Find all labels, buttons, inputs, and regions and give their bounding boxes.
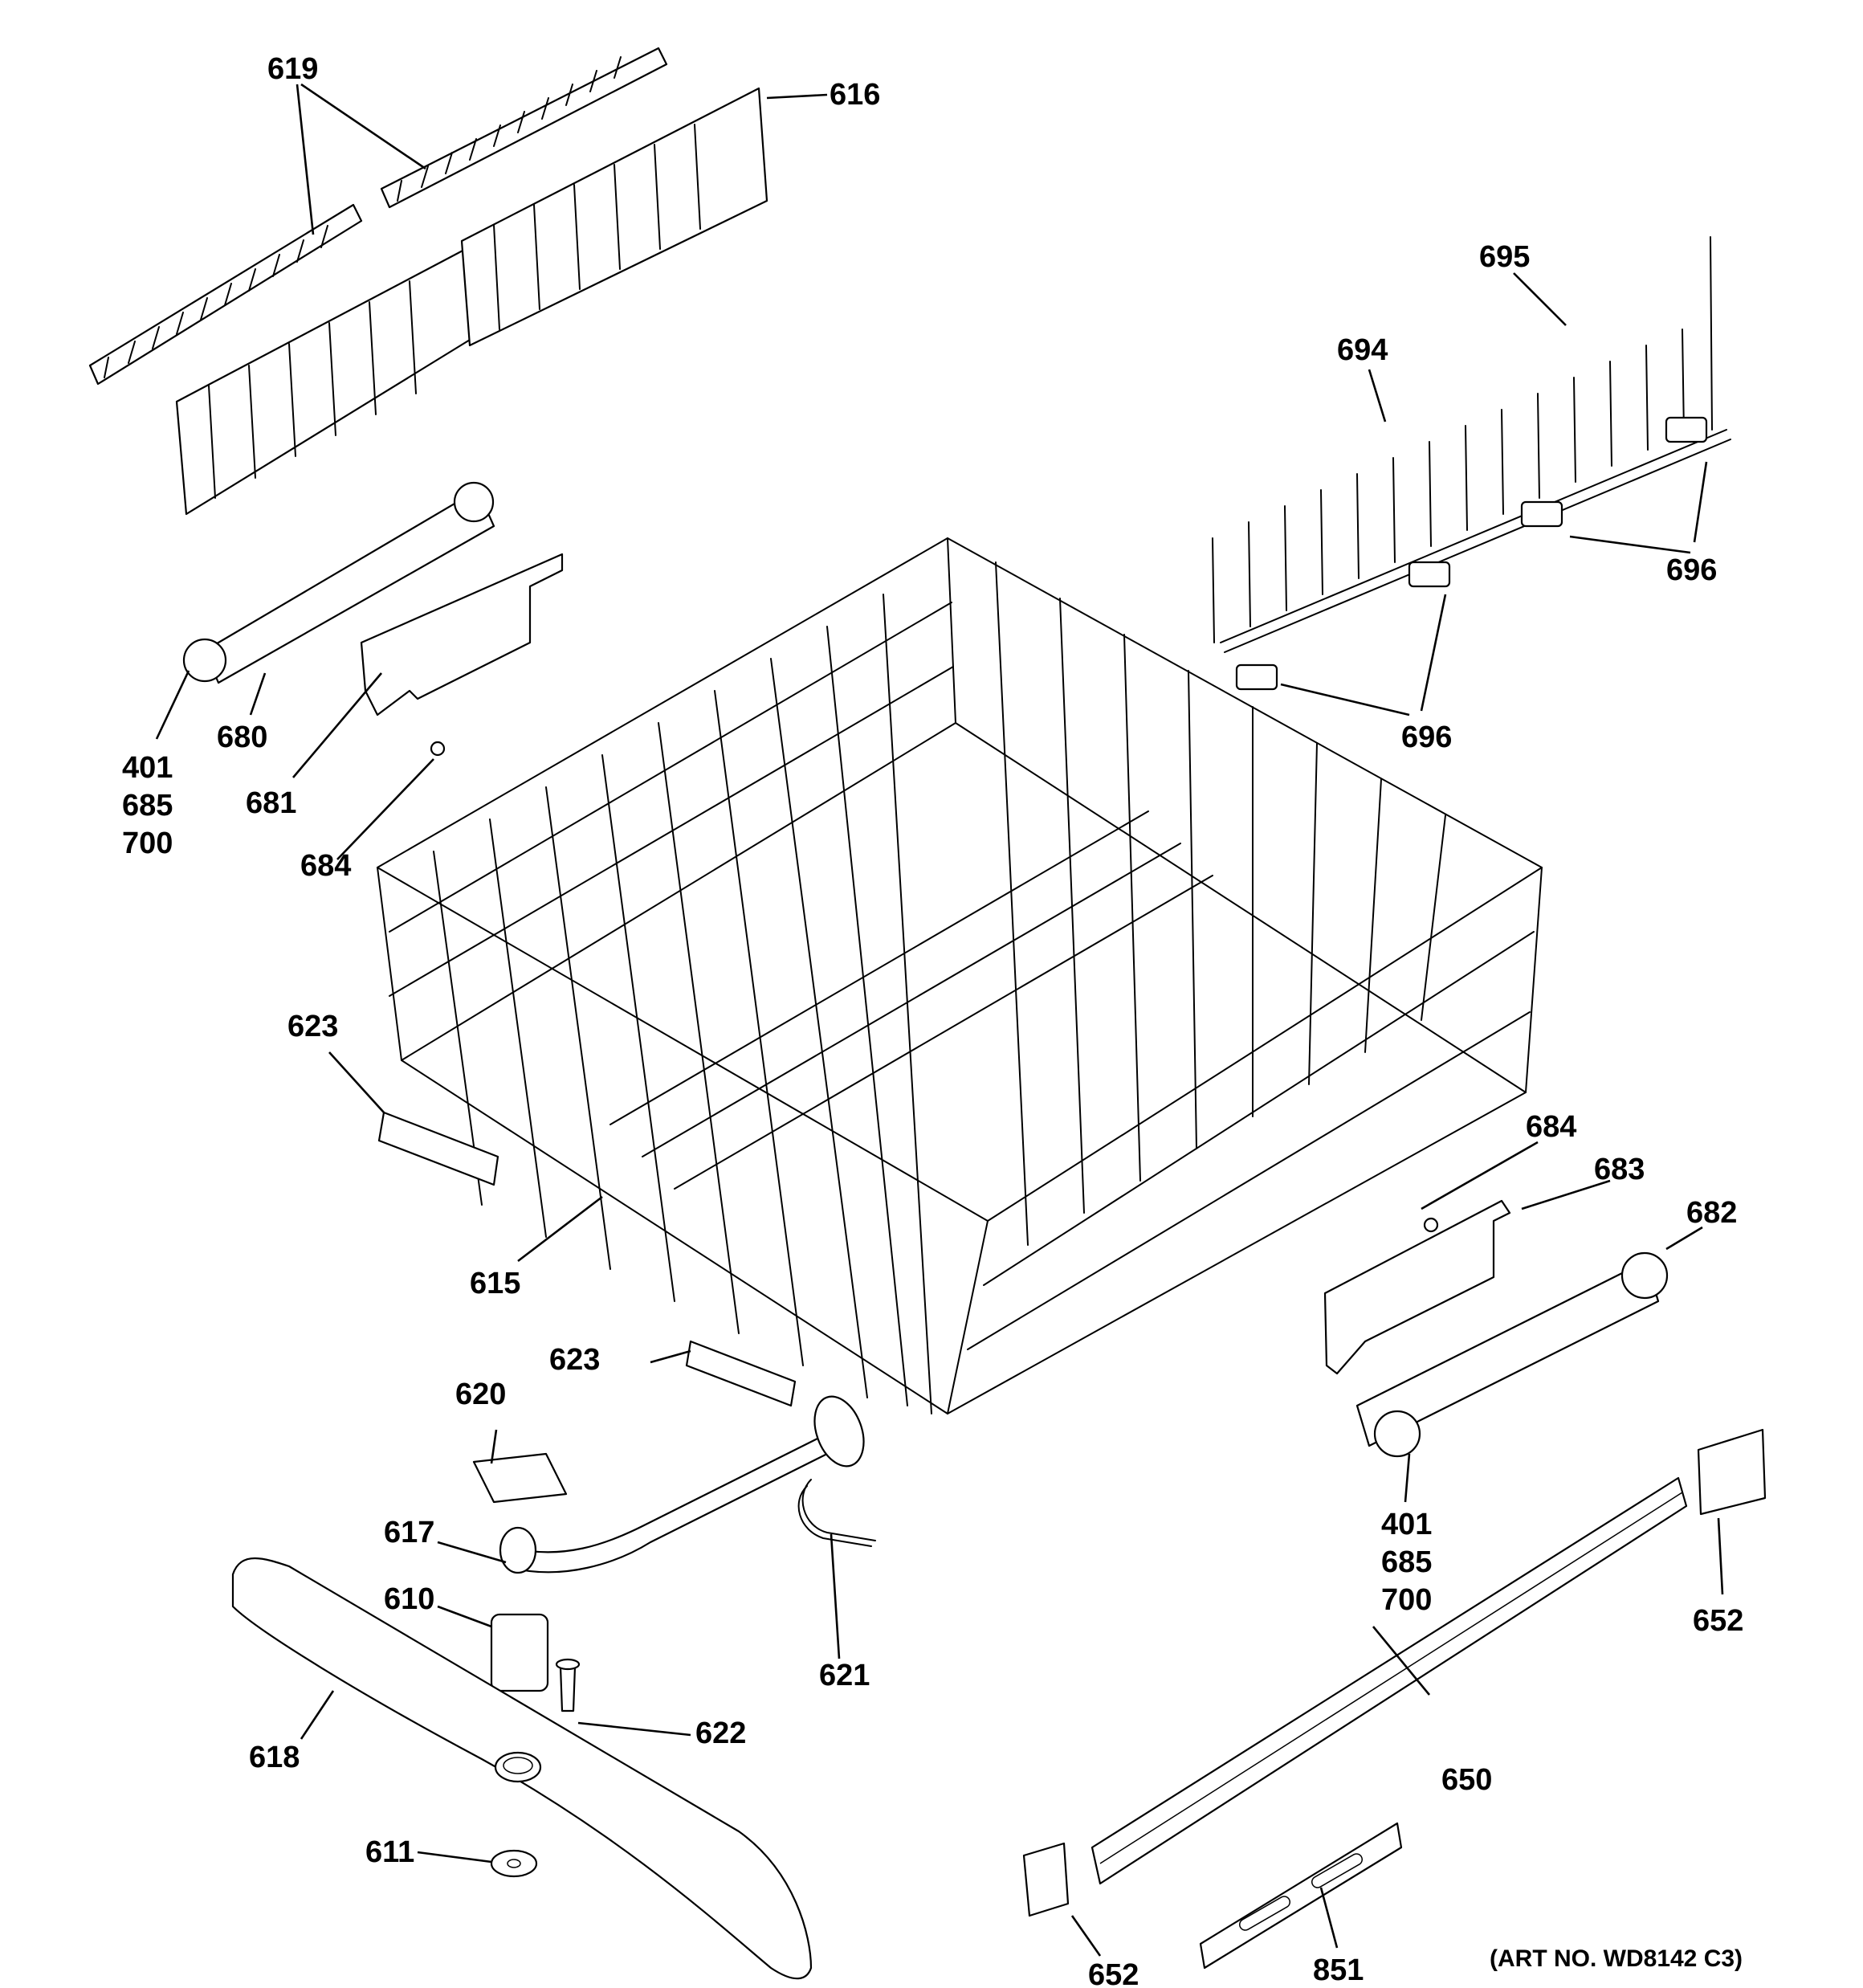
label-610: 610 <box>384 1582 434 1616</box>
part-615-upper-rack <box>377 537 1543 1414</box>
label-620: 620 <box>455 1378 506 1411</box>
label-619: 619 <box>267 52 318 86</box>
part-680-roller-assembly <box>182 481 495 684</box>
part-684-screw <box>430 741 446 757</box>
label-621: 621 <box>819 1659 870 1692</box>
label-652-right: 652 <box>1693 1604 1743 1638</box>
part-851-stop <box>1199 1822 1403 1970</box>
label-683: 683 <box>1594 1153 1645 1186</box>
label-650: 650 <box>1441 1763 1492 1797</box>
part-652-end-cap-right <box>1697 1428 1767 1516</box>
part-684-screw-right <box>1423 1217 1439 1233</box>
part-683-bracket-right <box>1323 1199 1511 1375</box>
part-619-tine-strips <box>88 47 668 386</box>
leader-lines <box>155 83 1724 1957</box>
part-617-feed-tube <box>499 1395 865 1574</box>
label-696-right: 696 <box>1666 553 1717 587</box>
label-851: 851 <box>1313 1953 1364 1987</box>
label-696-center: 696 <box>1401 720 1452 754</box>
part-682-roller-assembly-right <box>1355 1251 1669 1458</box>
part-620-cap <box>472 1452 568 1504</box>
label-685-left: 685 <box>122 789 173 823</box>
label-684-right: 684 <box>1526 1110 1576 1144</box>
part-623-clip-center <box>685 1340 797 1407</box>
part-694-695-fold-down-tines <box>1212 236 1731 653</box>
label-700-right: 700 <box>1381 1583 1432 1617</box>
label-682: 682 <box>1686 1196 1737 1230</box>
part-618-spray-arm <box>231 1557 813 1980</box>
part-696-tine-clips <box>1235 416 1708 691</box>
part-611-washer <box>490 1849 538 1878</box>
label-681: 681 <box>246 786 296 820</box>
part-652-end-cap-left <box>1022 1842 1070 1917</box>
label-622: 622 <box>695 1717 746 1750</box>
part-623-clip-left <box>377 1111 499 1186</box>
label-616: 616 <box>830 78 880 112</box>
label-700-left: 700 <box>122 827 173 860</box>
label-618: 618 <box>249 1741 300 1774</box>
label-623-left: 623 <box>287 1010 338 1043</box>
part-681-bracket <box>360 553 564 716</box>
art-number: (ART NO. WD8142 C3) <box>1490 1945 1743 1972</box>
callout-labels: 619 616 695 694 696 696 401 685 700 680 … <box>122 52 1743 1988</box>
label-401-left: 401 <box>122 751 173 785</box>
label-694: 694 <box>1337 333 1388 367</box>
part-650-slide-rail <box>1090 1476 1688 1885</box>
part-622-screw <box>555 1658 581 1712</box>
part-616-side-racks <box>175 87 768 516</box>
label-401-right: 401 <box>1381 1508 1432 1541</box>
label-685-right: 685 <box>1381 1545 1432 1579</box>
label-652-left: 652 <box>1088 1958 1139 1988</box>
label-615: 615 <box>470 1267 520 1300</box>
label-611: 611 <box>365 1835 414 1869</box>
part-610-manifold <box>490 1613 549 1692</box>
label-695: 695 <box>1479 240 1530 274</box>
part-621-clamp <box>797 1479 876 1547</box>
label-680: 680 <box>217 720 267 754</box>
label-617: 617 <box>384 1516 434 1549</box>
label-623-center: 623 <box>549 1343 600 1377</box>
label-684-left: 684 <box>300 849 351 883</box>
